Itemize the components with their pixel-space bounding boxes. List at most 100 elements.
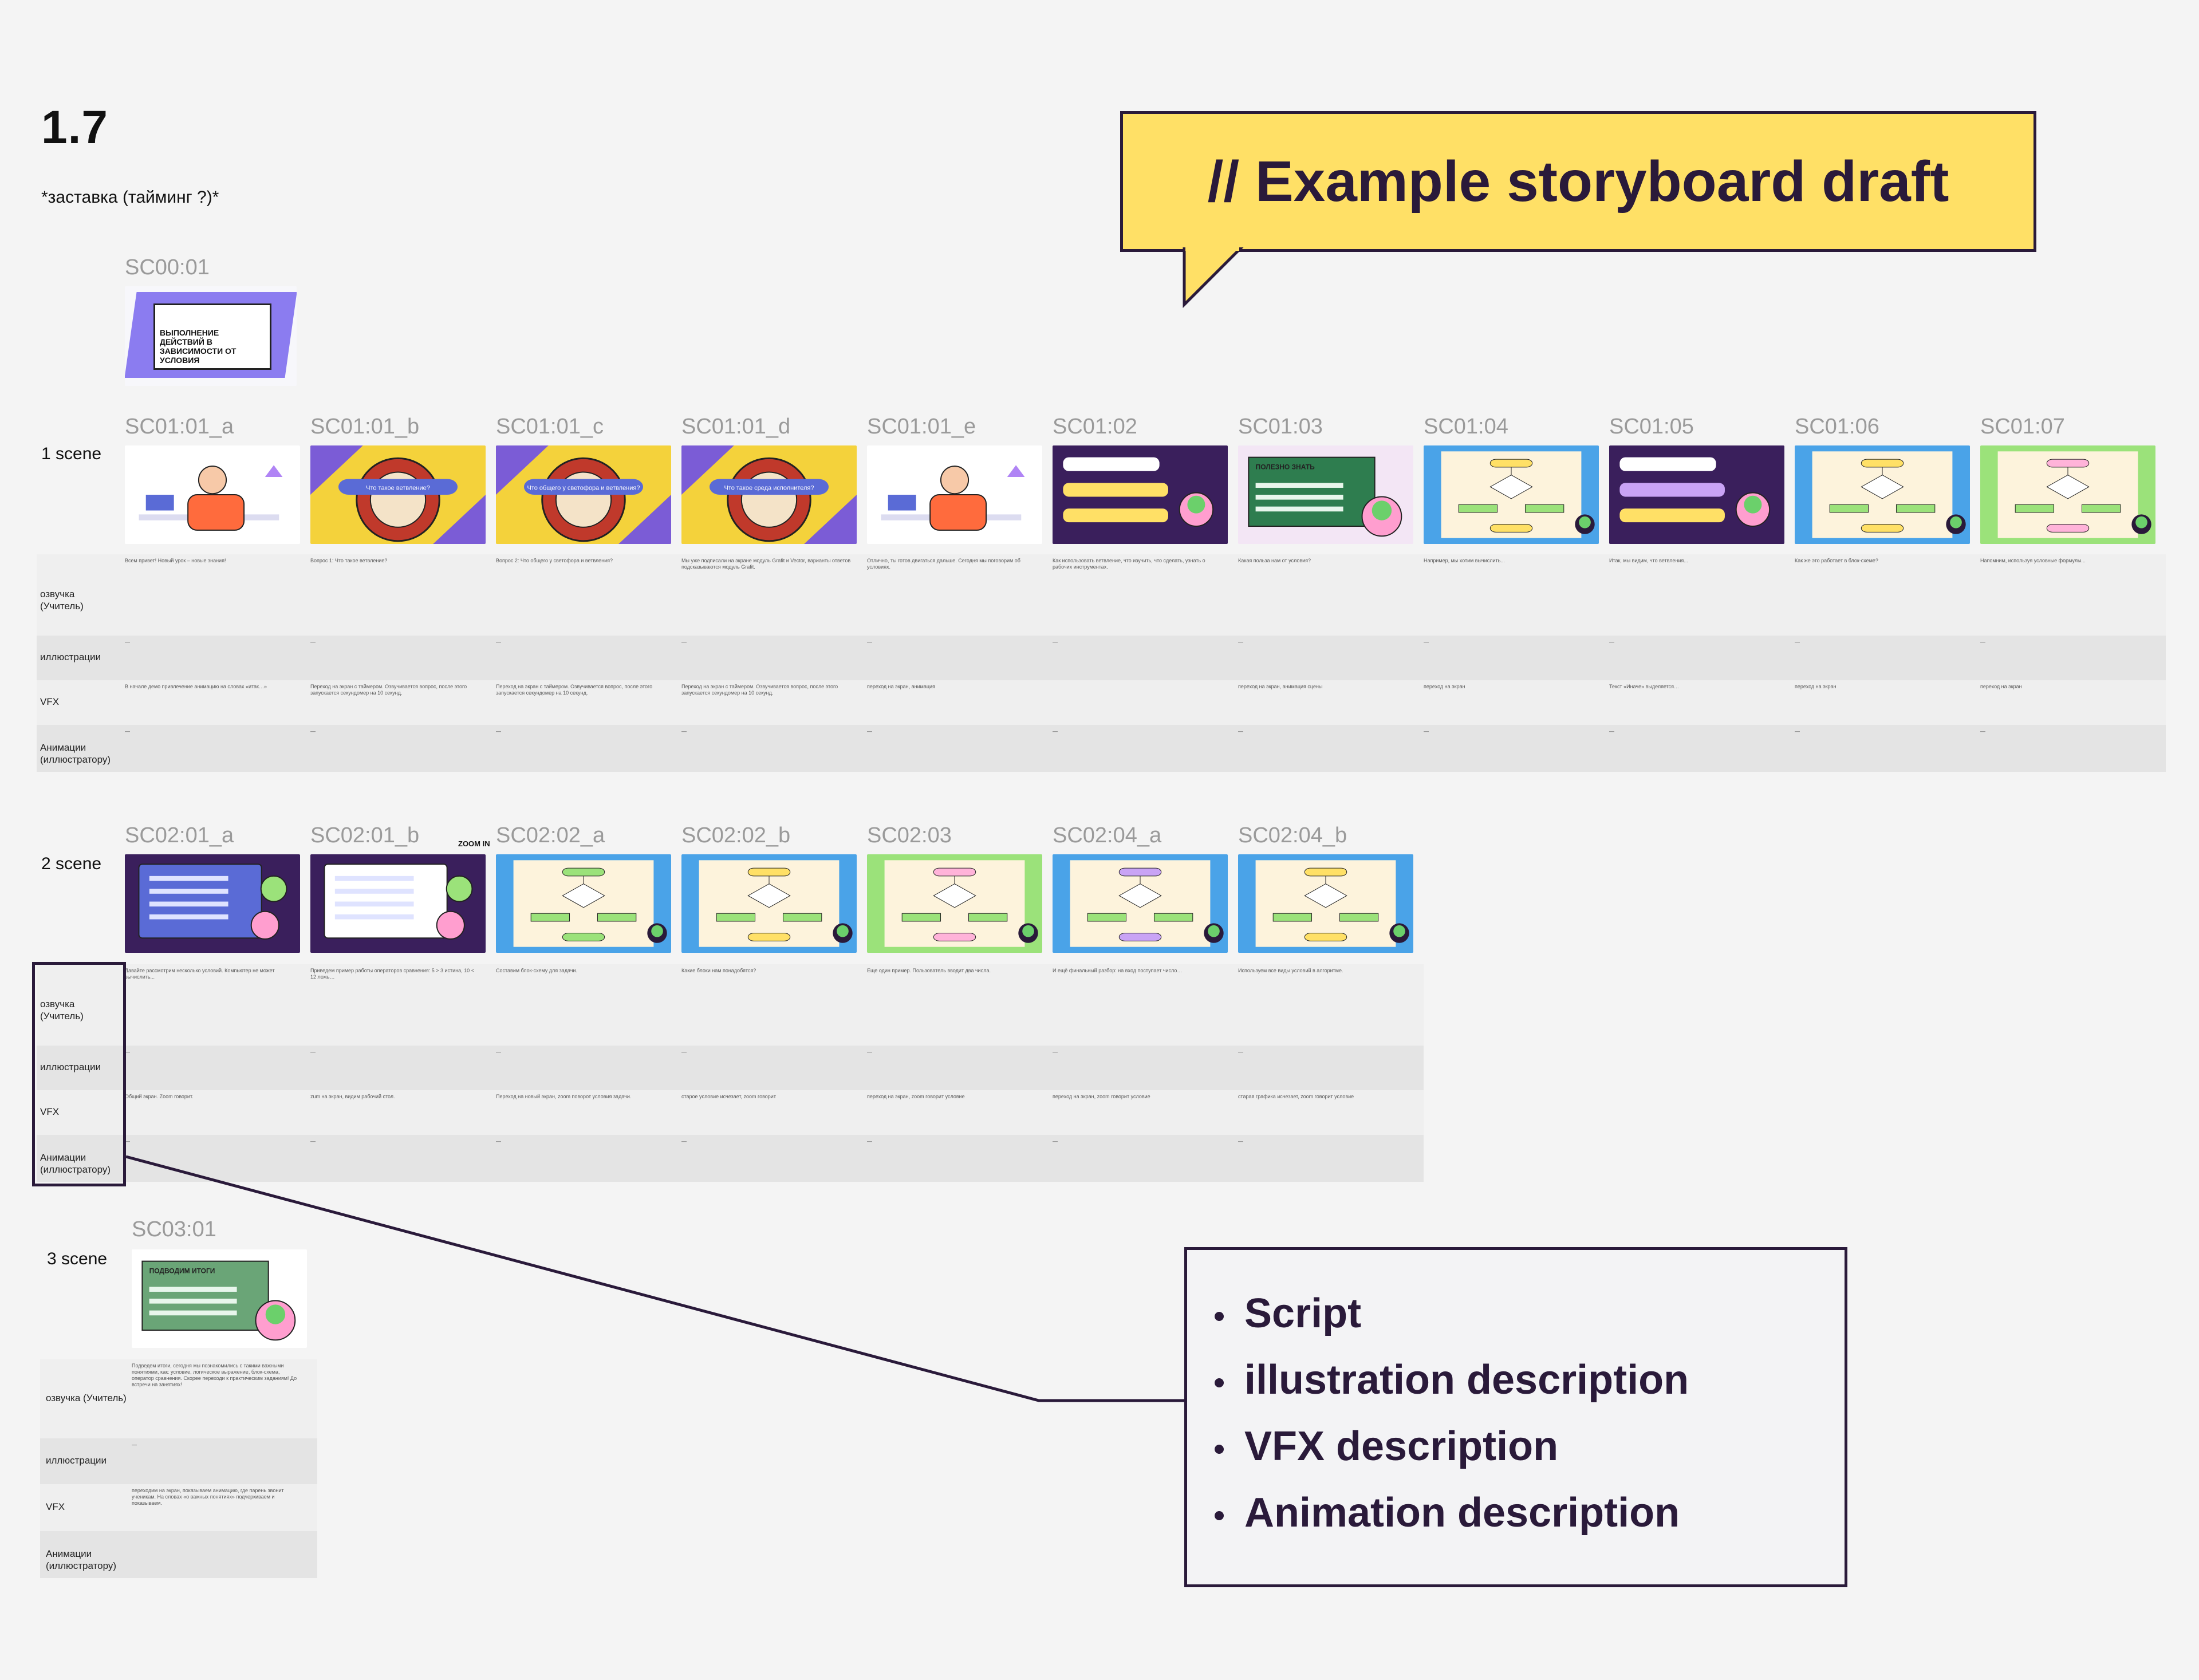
intro-frame-text: ВЫПОЛНЕНИЕ ДЕЙСТВИЙ В ЗАВИСИМОСТИ ОТ УСЛ…: [160, 328, 237, 365]
table-row-illustr: [37, 1046, 1424, 1090]
frame-illustration: [496, 854, 671, 953]
storyboard-frame[interactable]: ПОДВОДИМ ИТОГИ: [132, 1249, 307, 1348]
frame-illustration: ПОЛЕЗНО ЗНАТЬ: [1238, 445, 1413, 544]
legend-item-script: Script: [1214, 1291, 1362, 1336]
scene3-label: 3 scene: [47, 1249, 108, 1268]
table-cell: Итак, мы видим, что ветвления...: [1609, 558, 1688, 563]
row-label: VFX: [46, 1501, 65, 1512]
table-cell: переход на экран, zoom говорит условие: [1053, 1094, 1150, 1099]
table-cell: zum на экран, видим рабочий стол.: [310, 1094, 395, 1099]
table-cell: —: [1238, 1138, 1243, 1144]
table-cell: Отлично, ты готов двигаться дальше. Сего…: [867, 558, 1020, 570]
legend-item-illustration: illustration description: [1214, 1357, 1689, 1403]
frame-code: SC02:03: [867, 823, 952, 847]
table-cell: Как использовать ветвление, что изучить,…: [1053, 558, 1205, 570]
frame-illustration: [1980, 445, 2155, 544]
table-cell: —: [1238, 639, 1243, 645]
table-cell: Напомним, используя условные формулы...: [1980, 558, 2086, 563]
storyboard-frame[interactable]: [1795, 445, 1970, 544]
storyboard-frame[interactable]: [1053, 445, 1228, 544]
table-cell: переходим на экран, показываем анимацию,…: [132, 1488, 284, 1506]
storyboard-frame[interactable]: [496, 854, 671, 953]
svg-text:Что такое среда исполнителя?: Что такое среда исполнителя?: [724, 484, 814, 491]
storyboard-frame[interactable]: [1424, 445, 1599, 544]
frame-illustration: Что общего у светофора и ветвления?: [496, 445, 671, 544]
callout-banner: // Example storyboard draft: [1120, 111, 2036, 252]
table-cell: —: [125, 1138, 130, 1144]
row-label: иллюстрации: [40, 1062, 101, 1072]
storyboard-frame[interactable]: [1238, 854, 1413, 953]
storyboard-frame[interactable]: ПОЛЕЗНО ЗНАТЬ: [1238, 445, 1413, 544]
storyboard-frame[interactable]: [867, 445, 1042, 544]
table-cell: —: [681, 639, 687, 645]
storyboard-frame[interactable]: Что такое ветвление?: [310, 445, 486, 544]
table-cell: переход на экран: [1795, 684, 1837, 689]
frame-code: SC02:02_a: [496, 823, 605, 847]
table-cell: [1053, 684, 1222, 723]
table-cell: Используем все виды условий в алгоритме.: [1238, 968, 1343, 973]
table-cell: —: [867, 1138, 872, 1144]
table-cell: —: [1053, 1049, 1058, 1055]
frame-code: SC02:01_a: [125, 823, 234, 847]
svg-text:Что такое ветвление?: Что такое ветвление?: [366, 484, 430, 491]
legend-item-vfx: VFX description: [1214, 1423, 1559, 1469]
storyboard-frame[interactable]: [1980, 445, 2155, 544]
storyboard-frame[interactable]: [310, 854, 486, 953]
table-row-vfx: [37, 680, 2166, 725]
storyboard-frame[interactable]: Что такое среда исполнителя?: [681, 445, 857, 544]
frame-illustration: [867, 854, 1042, 953]
frame-code: SC03:01: [132, 1217, 216, 1241]
table-cell: —: [1795, 728, 1800, 734]
storyboard-frame[interactable]: Что общего у светофора и ветвления?: [496, 445, 671, 544]
frame-illustration: [1053, 854, 1228, 953]
row-label: озвучка (Учитель): [40, 999, 84, 1022]
callout-title: // Example storyboard draft: [1207, 149, 1949, 214]
table-cell: старая графика исчезает, zoom говорит ус…: [1238, 1094, 1354, 1099]
table-cell: Всем привет! Новый урок – новые знания!: [125, 558, 226, 563]
table-cell: Какие блоки нам понадобятся?: [681, 968, 756, 973]
row-label: Анимации (иллюстратору): [40, 1152, 111, 1175]
table-cell: —: [1238, 728, 1243, 734]
table-cell: Подведем итоги, сегодня мы познакомились…: [132, 1363, 297, 1387]
storyboard-frame[interactable]: [681, 854, 857, 953]
row-label: VFX: [40, 696, 60, 707]
row-label: VFX: [40, 1106, 60, 1117]
table-cell: —: [867, 639, 872, 645]
frame-illustration: Что такое ветвление?: [310, 445, 486, 544]
table-cell: —: [1424, 728, 1429, 734]
frame-code: SC01:01_a: [125, 415, 234, 439]
table-row-vfx: [40, 1484, 317, 1531]
storyboard-frame[interactable]: [125, 445, 300, 544]
storyboard-frame[interactable]: [1053, 854, 1228, 953]
legend-item-animation: Animation description: [1214, 1490, 1680, 1536]
storyboard-frame[interactable]: [867, 854, 1042, 953]
table-cell: —: [496, 639, 501, 645]
table-cell: —: [496, 728, 501, 734]
table-cell: В начале демо привлечение анимацию на сл…: [125, 684, 267, 689]
scene1-label: 1 scene: [41, 444, 102, 463]
frame-code: SC01:01_c: [496, 415, 604, 439]
table-cell: —: [867, 728, 872, 734]
frame-illustration: [681, 854, 857, 953]
frame-illustration: [1053, 445, 1228, 544]
frame-illustration: [1795, 445, 1970, 544]
storyboard-frame[interactable]: [1609, 445, 1784, 544]
table-cell: старое условие исчезает, zoom говорит: [681, 1094, 776, 1099]
table-cell: Переход на экран с таймером. Озвучиваетс…: [496, 684, 653, 696]
table-cell: —: [867, 1049, 872, 1055]
frame-intro[interactable]: ВЫПОЛНЕНИЕ ДЕЙСТВИЙ В ЗАВИСИМОСТИ ОТ УСЛ…: [125, 286, 297, 386]
frame-illustration: [1238, 854, 1413, 953]
table-cell: Переход на экран с таймером. Озвучиваетс…: [310, 684, 467, 696]
table-cell: Какая польза нам от условия?: [1238, 558, 1311, 563]
table-cell: И ещё финальный разбор: на вход поступае…: [1053, 968, 1183, 973]
table-cell: Приведем пример работы операторов сравне…: [310, 968, 474, 980]
storyboard-frame[interactable]: [125, 854, 300, 953]
row-label: Анимации (иллюстратору): [46, 1548, 117, 1571]
table-cell: Составим блок-схему для задачи.: [496, 968, 578, 973]
row-label: озвучка (Учитель): [40, 589, 84, 612]
callout-pointer: [1183, 247, 1244, 309]
table-cell: —: [310, 728, 316, 734]
frame-code: SC02:02_b: [681, 823, 791, 847]
table-cell: Текст «Иначе» выделяется…: [1609, 684, 1680, 689]
table-row-vfx: [37, 1090, 1424, 1135]
